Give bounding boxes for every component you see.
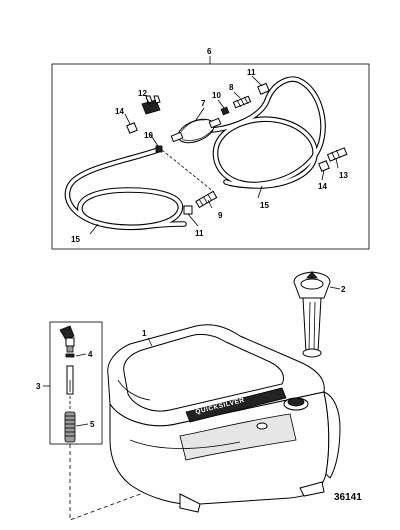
hose-right: [209, 76, 326, 189]
callout-3: 3: [36, 382, 41, 391]
callout-12: 12: [138, 89, 147, 98]
callout-9: 9: [218, 211, 223, 220]
callout-6: 6: [207, 47, 212, 56]
connector-11-upper: [257, 82, 270, 95]
filler-cap: [283, 397, 309, 411]
fuel-tank: QUICKSILVER 1: [107, 324, 341, 513]
callout-15-left: 15: [71, 235, 80, 244]
callout-14-right: 14: [318, 182, 327, 191]
o-ring-4: [65, 353, 75, 358]
clamp-10-upper: [220, 106, 230, 116]
callout-11-lower: 11: [195, 229, 204, 238]
fitting-8: [232, 95, 252, 109]
hose-left: [64, 147, 187, 231]
fuel-connector-12: [141, 95, 161, 115]
fitting-9: [195, 190, 218, 209]
fuel-line-kit-group: 6 12 14 10 7 10 8 11 9 11 13 14 15 15: [51, 47, 370, 250]
callout-11-upper: 11: [247, 68, 256, 77]
dashed-connection: [161, 149, 215, 193]
pickup-frame: [49, 321, 103, 445]
figure-number: 36141: [334, 492, 362, 503]
callout-10-left: 10: [144, 131, 153, 140]
filter-5: [64, 411, 76, 443]
callout-7: 7: [201, 99, 206, 108]
pickup-elbow: [59, 325, 75, 353]
callout-2: 2: [341, 285, 346, 294]
primer-bulb: [170, 117, 222, 144]
nut-14-right: [318, 160, 330, 172]
callout-10-upper: 10: [212, 91, 221, 100]
vent-screw: [256, 422, 268, 430]
callout-15-right: 15: [260, 201, 269, 210]
callout-13: 13: [339, 171, 348, 180]
callout-1: 1: [142, 329, 147, 338]
connector-11-lower: [183, 205, 193, 215]
fitting-13: [326, 147, 348, 162]
callout-14-left: 14: [115, 107, 124, 116]
callout-8: 8: [229, 83, 234, 92]
fuel-line-kit-frame: [51, 63, 370, 250]
clamp-10-lower: [155, 145, 163, 153]
callout-5: 5: [90, 420, 95, 429]
callout-4: 4: [88, 350, 93, 359]
nut-14-left: [126, 122, 138, 134]
fuel-gauge-group: 2: [293, 271, 346, 358]
